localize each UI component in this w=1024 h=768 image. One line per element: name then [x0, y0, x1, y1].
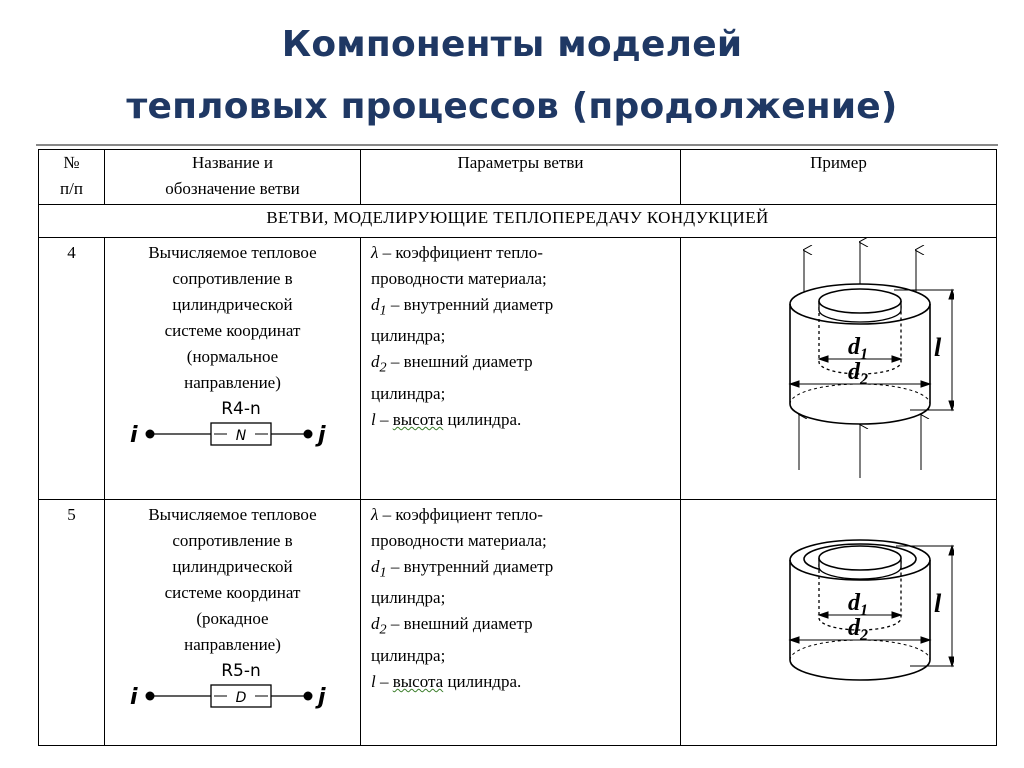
d1-dimension-arrows [816, 355, 903, 363]
branch-params-cell: λ – коэффициент тепло- проводности матер… [360, 499, 681, 746]
d2-symbol: d [371, 614, 380, 634]
branch-name-line: направление) [184, 373, 281, 392]
node-right-label: j [315, 685, 326, 710]
inner-hidden-edge [817, 558, 902, 631]
branch-name-line: направление) [184, 635, 281, 654]
table-header-row: № п/п Название и обозначение ветви Парам… [38, 149, 997, 205]
outer-bottom-edge [788, 403, 931, 425]
node-right-dot [303, 691, 312, 701]
example-cell: d1 d2 l [680, 237, 997, 500]
l-label: l [934, 589, 942, 618]
cylinder-circumferential-figure: d1 d2 l [787, 539, 954, 681]
node-right-label: j [315, 423, 326, 448]
outer-bottom-hidden [789, 383, 930, 405]
lambda-symbol: λ [371, 243, 379, 262]
node-left-label: i [130, 685, 138, 710]
l-dimension-arrows [947, 544, 954, 668]
branch-name-line: Вычисляемое тепловое [148, 505, 317, 524]
branch-name-line: сопротивление в [172, 269, 293, 288]
d1-label: d1 [848, 334, 868, 363]
inner-hidden-edge [817, 301, 902, 375]
d1-label: d1 [848, 590, 868, 619]
outer-bottom-hidden [789, 639, 930, 661]
section-title: ВЕТВИ, МОДЕЛИРУЮЩИЕ ТЕПЛОПЕРЕДАЧУ КОНДУК… [38, 204, 997, 238]
node-left-label: i [130, 423, 138, 448]
lambda-symbol: λ [371, 505, 379, 524]
cylinder-body-fill [789, 304, 930, 424]
inner-top-ellipse [817, 545, 902, 571]
branch-schematic: R4-n i N j [130, 399, 326, 448]
node-right-dot [303, 429, 312, 439]
element-code: N [235, 428, 246, 444]
d1-dimension-arrows [816, 611, 903, 619]
header-num: № п/п [38, 149, 105, 205]
branch-name-line: сопротивление в [172, 531, 293, 550]
table-row: 4 Вычисляемое тепловое сопротивление в ц… [38, 237, 997, 500]
header-name: Название и обозначение ветви [104, 149, 361, 205]
components-table: № п/п Название и обозначение ветви Парам… [38, 149, 997, 746]
d2-label: d2 [848, 359, 868, 388]
branch-name-cell: Вычисляемое тепловое сопротивление в цил… [104, 237, 361, 500]
l-symbol: l [371, 671, 376, 691]
table-row: 5 Вычисляемое тепловое сопротивление в ц… [38, 499, 997, 746]
d2-dimension-arrows [787, 636, 932, 644]
l-symbol: l [371, 409, 376, 429]
branch-name-line: системе координат [164, 321, 301, 340]
example-cell: d1 d2 l [680, 499, 997, 746]
l-label: l [934, 333, 942, 362]
d2-dimension-arrows [787, 380, 932, 388]
outer-bottom-edge [788, 659, 931, 681]
branch-name-cell: Вычисляемое тепловое сопротивление в цил… [104, 499, 361, 746]
d1-symbol: d [371, 295, 380, 314]
branch-name-line: (рокадное [196, 609, 269, 628]
title-line-1: Компоненты моделей [281, 24, 743, 65]
cylinder-body-fill [789, 560, 930, 680]
d1-symbol: d [371, 557, 380, 576]
section-row: ВЕТВИ, МОДЕЛИРУЮЩИЕ ТЕПЛОПЕРЕДАЧУ КОНДУК… [38, 204, 997, 238]
branch-name-line: цилиндрической [172, 295, 293, 314]
cylinder-normal-figure: d1 d2 l [787, 238, 954, 478]
branch-schematic: R5-n i D j [130, 661, 326, 710]
title-line-2: тепловых процессов (продолжение) [126, 86, 898, 127]
l-dimension-arrows [947, 288, 954, 412]
row-number: 5 [38, 499, 105, 746]
branch-params-cell: λ – коэффициент тепло- проводности матер… [360, 237, 681, 500]
element-code: D [235, 690, 246, 706]
branch-name-line: цилиндрической [172, 557, 293, 576]
d2-symbol: d [371, 352, 380, 372]
element-label: R5-n [221, 661, 261, 681]
page-title: Компоненты моделей тепловых процессов (п… [0, 14, 1024, 138]
row-number: 4 [38, 237, 105, 500]
inner-top-ellipse [817, 288, 902, 314]
branch-name-line: Вычисляемое тепловое [148, 243, 317, 262]
title-divider [36, 144, 998, 146]
element-label: R4-n [221, 399, 261, 419]
branch-name-line: (нормальное [186, 347, 279, 366]
header-example: Пример [680, 149, 997, 205]
header-params: Параметры ветви [360, 149, 681, 205]
d2-label: d2 [848, 615, 868, 644]
branch-name-line: системе координат [164, 583, 301, 602]
